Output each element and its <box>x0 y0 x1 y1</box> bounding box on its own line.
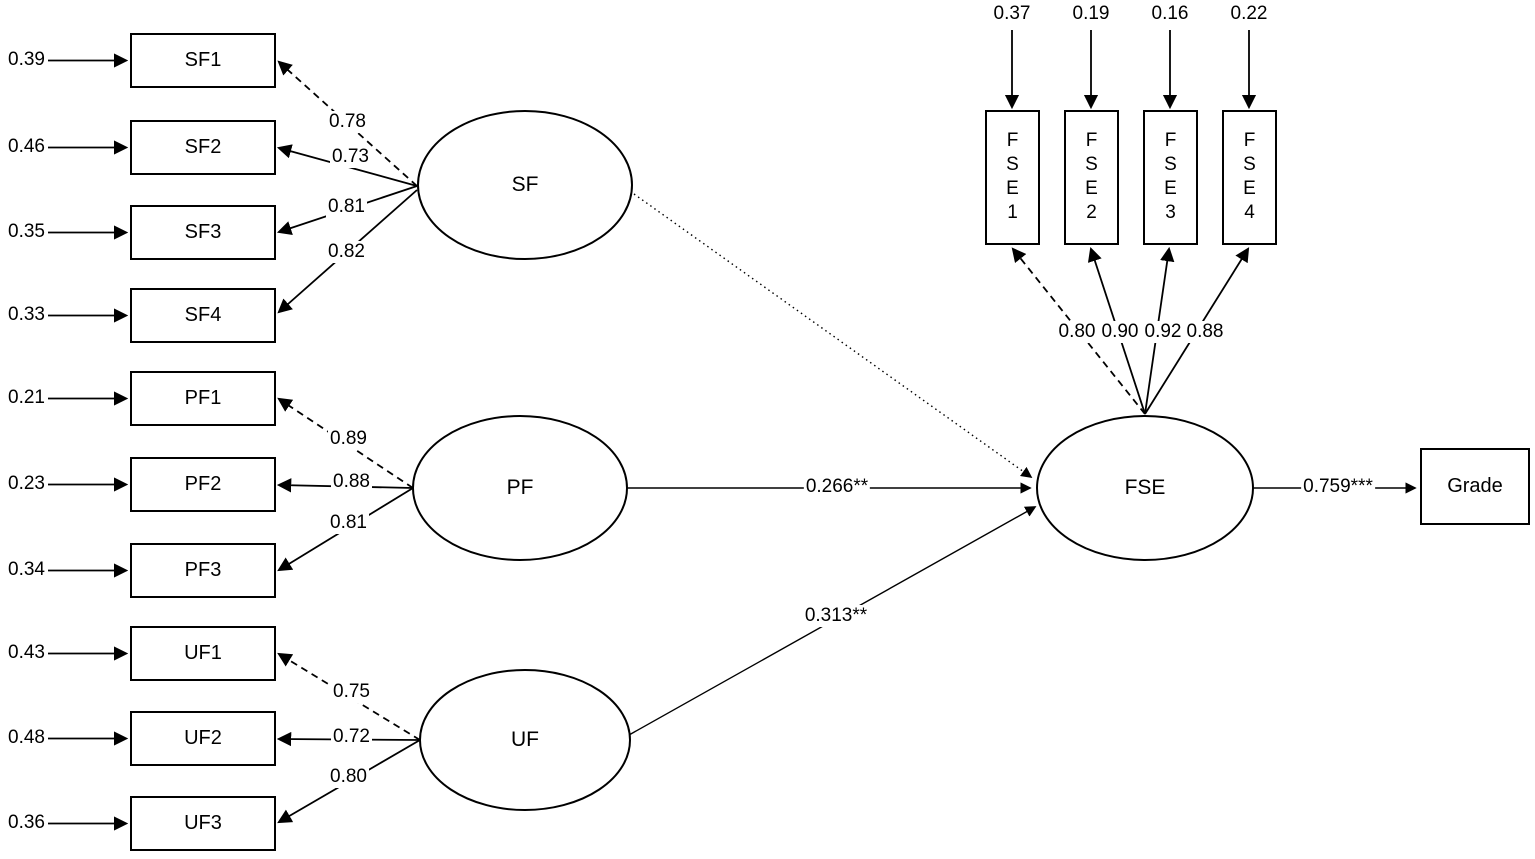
loading-value-uf2: 0.72 <box>331 726 372 748</box>
error-value-fse3: 0.16 <box>1149 3 1191 25</box>
indicator-box-sf3: SF3 <box>130 205 276 260</box>
loading-value-pf2: 0.88 <box>331 471 372 493</box>
indicator-box-uf1: UF1 <box>130 626 276 681</box>
path-sf-fse <box>633 193 1033 478</box>
indicator-box-sf4: SF4 <box>130 288 276 343</box>
indicator-label-fse4: FSE4 <box>1239 129 1260 226</box>
error-value-sf3: 0.35 <box>6 221 47 243</box>
error-value-sf2: 0.46 <box>6 136 47 158</box>
error-value-fse4: 0.22 <box>1228 3 1270 25</box>
loading-value-sf2: 0.73 <box>330 146 371 168</box>
loading-value-uf1: 0.75 <box>331 681 372 703</box>
latent-ellipse-fse <box>1036 415 1254 561</box>
indicator-label-pf2: PF2 <box>184 473 222 495</box>
indicator-label-fse1: FSE1 <box>1002 129 1023 226</box>
indicator-label-sf2: SF2 <box>184 136 222 158</box>
error-value-sf4: 0.33 <box>6 304 47 326</box>
indicator-label-uf1: UF1 <box>184 642 222 664</box>
indicator-box-fse1: FSE1 <box>985 110 1040 245</box>
error-value-fse1: 0.37 <box>991 3 1033 25</box>
arrow-loading-sf-sf1 <box>277 60 418 187</box>
loading-value-sf1: 0.78 <box>327 111 368 133</box>
indicator-box-pf1: PF1 <box>130 371 276 426</box>
path-coefficient-fse-grade: 0.759*** <box>1301 476 1375 498</box>
error-value-pf2: 0.23 <box>6 473 47 495</box>
latent-ellipse-sf <box>417 110 633 260</box>
error-value-fse2: 0.19 <box>1070 3 1112 25</box>
indicator-label-sf1: SF1 <box>184 49 222 71</box>
indicator-label-fse2: FSE2 <box>1081 129 1102 226</box>
indicator-label-sf4: SF4 <box>184 304 222 326</box>
indicator-label-pf1: PF1 <box>184 387 222 409</box>
indicator-box-pf2: PF2 <box>130 457 276 512</box>
indicator-label-sf3: SF3 <box>184 221 222 243</box>
loading-value-fse3: 0.92 <box>1142 321 1184 343</box>
latent-label-sf: SF <box>511 173 539 196</box>
latent-ellipse-pf <box>412 415 628 561</box>
path-coefficient-pf-fse: 0.266** <box>803 476 871 498</box>
outcome-box-grade: Grade <box>1420 448 1530 525</box>
indicator-box-fse3: FSE3 <box>1143 110 1198 245</box>
error-value-uf3: 0.36 <box>6 812 47 834</box>
indicator-box-uf3: UF3 <box>130 796 276 851</box>
latent-label-pf: PF <box>506 476 534 499</box>
indicator-box-pf3: PF3 <box>130 543 276 598</box>
indicator-box-fse2: FSE2 <box>1064 110 1119 245</box>
indicator-label-uf3: UF3 <box>184 812 222 834</box>
indicator-box-uf2: UF2 <box>130 711 276 766</box>
latent-label-uf: UF <box>511 728 539 751</box>
indicator-box-sf1: SF1 <box>130 33 276 88</box>
arrow-loading-pf-pf1 <box>277 397 414 489</box>
indicator-label-uf2: UF2 <box>184 727 222 749</box>
indicator-label-pf3: PF3 <box>184 559 222 581</box>
arrow-loading-uf-uf1 <box>277 652 421 741</box>
indicator-box-fse4: FSE4 <box>1222 110 1277 245</box>
indicator-label-fse3: FSE3 <box>1160 129 1181 226</box>
indicator-box-sf2: SF2 <box>130 120 276 175</box>
loading-value-fse1: 0.80 <box>1056 321 1098 343</box>
error-value-uf2: 0.48 <box>6 727 47 749</box>
loading-value-sf4: 0.82 <box>326 241 367 263</box>
latent-ellipse-uf <box>419 669 631 811</box>
error-value-sf1: 0.39 <box>6 49 47 71</box>
loading-value-pf1: 0.89 <box>328 428 369 450</box>
loading-value-uf3: 0.80 <box>328 766 369 788</box>
loading-value-pf3: 0.81 <box>328 512 369 534</box>
latent-label-fse: FSE <box>1124 476 1166 499</box>
loading-value-fse4: 0.88 <box>1184 321 1226 343</box>
error-value-pf3: 0.34 <box>6 559 47 581</box>
error-value-pf1: 0.21 <box>6 387 47 409</box>
path-coefficient-uf-fse: 0.313** <box>802 605 870 627</box>
outcome-label-grade: Grade <box>1447 475 1503 497</box>
error-value-uf1: 0.43 <box>6 642 47 664</box>
loading-value-fse2: 0.90 <box>1099 321 1141 343</box>
loading-value-sf3: 0.81 <box>326 196 367 218</box>
